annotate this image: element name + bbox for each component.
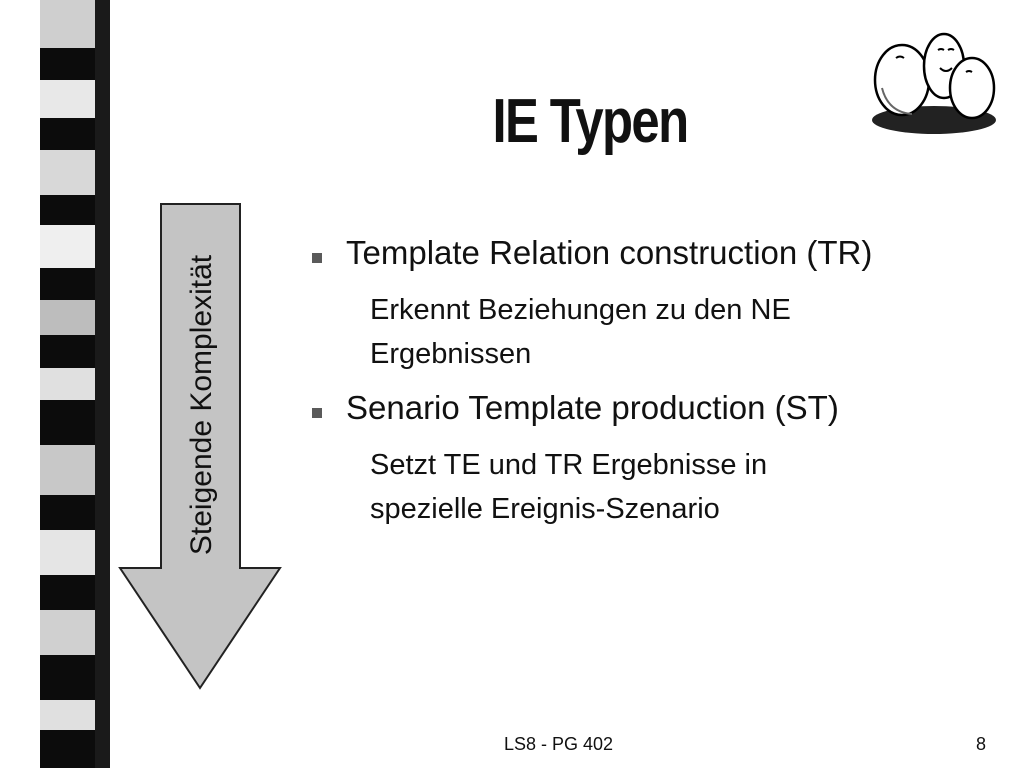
decorative-stripes [0, 0, 110, 768]
stripe-segment [40, 118, 95, 150]
stripe-segment [40, 195, 95, 225]
stripe-segment [40, 445, 95, 495]
stripe-segment [40, 575, 95, 610]
stripe-segment [40, 268, 95, 300]
stripe-segment [0, 0, 40, 768]
sub-text-line: Setzt TE und TR Ergebnisse in [370, 449, 768, 481]
stripe-segment [40, 530, 95, 575]
down-arrow-icon [118, 203, 282, 690]
stripe-segment [95, 0, 110, 768]
stripe-segment [40, 730, 95, 768]
stripe-segment [40, 48, 95, 80]
stripe-segment [40, 0, 95, 48]
footer-label: LS8 - PG 402 [504, 734, 614, 754]
bullet-heading-st: Senario Template production (ST) [346, 389, 839, 426]
eggs-clipart-icon [872, 32, 996, 134]
stripe-segment [40, 495, 95, 530]
sub-text-line: Ergebnissen [370, 338, 532, 370]
stripe-segment [40, 655, 95, 700]
sub-text-line: spezielle Ereignis-Szenario [370, 493, 720, 525]
stripe-segment [40, 610, 95, 655]
stripe-segment [40, 700, 95, 730]
bullet-marker [312, 408, 322, 418]
stripe-segment [40, 368, 95, 400]
stripe-segment [40, 300, 95, 335]
stripe-segment [40, 400, 95, 445]
sub-text-line: Erkennt Beziehungen zu den NE [370, 294, 791, 326]
bullet-marker [312, 253, 322, 263]
stripe-segment [40, 335, 95, 368]
arrow-label: Steigende Komplexität [185, 254, 218, 556]
stripe-segment [40, 225, 95, 268]
slide-title: IE Typen [492, 87, 689, 156]
stripe-segment [40, 80, 95, 118]
bullet-heading-tr: Template Relation construction (TR) [346, 234, 873, 271]
stripe-segment [40, 150, 95, 195]
page-number: 8 [976, 734, 987, 754]
